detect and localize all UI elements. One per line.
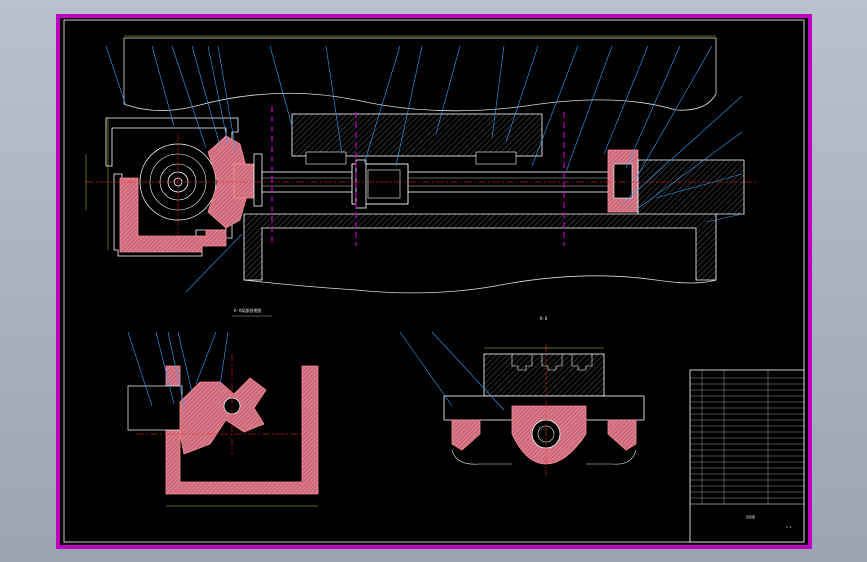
assembly-drawing: 装配图 1:2 <box>56 14 812 549</box>
bearing-inner-right <box>613 163 633 199</box>
title-block-scale-label: 1:2 <box>786 525 792 529</box>
drawing-canvas[interactable]: 装配图 1:2 A-A局部剖视图 B-B <box>56 14 812 549</box>
table-slot-right <box>475 151 517 165</box>
inner-frame <box>63 19 805 543</box>
main-view <box>85 35 756 294</box>
section-right-leaders <box>399 331 505 411</box>
title-block: 装配图 1:2 <box>689 369 805 543</box>
lower-break-outline <box>243 275 717 294</box>
section-right-rail-right <box>607 419 637 451</box>
section-view-left <box>127 315 319 507</box>
nut-bore <box>367 169 401 199</box>
title-block-main-label: 装配图 <box>746 514 755 519</box>
outer-frame <box>56 14 812 549</box>
section-caption-right: B-B <box>540 316 548 321</box>
section-right-table <box>483 353 605 397</box>
section-view-right <box>399 331 645 476</box>
section-left-gear <box>179 377 267 455</box>
section-right-rail-left <box>451 419 481 451</box>
base-rail <box>243 159 745 281</box>
motor-shell-hatch <box>119 177 227 253</box>
bearing-block-left <box>253 153 263 207</box>
nut-flange <box>355 159 367 209</box>
section-right-outline <box>451 449 637 465</box>
table-slot-left <box>305 151 347 165</box>
section-left-shaft <box>127 385 183 431</box>
section-left-leaders <box>127 331 229 407</box>
coupling <box>233 163 257 199</box>
leader-lines <box>105 45 743 293</box>
title-block-rows <box>690 377 804 499</box>
upper-break-outline <box>123 37 717 112</box>
section-caption-left: A-A局部剖视图 <box>234 308 262 313</box>
section-right-tslots <box>511 354 593 371</box>
slide-table <box>291 113 543 157</box>
